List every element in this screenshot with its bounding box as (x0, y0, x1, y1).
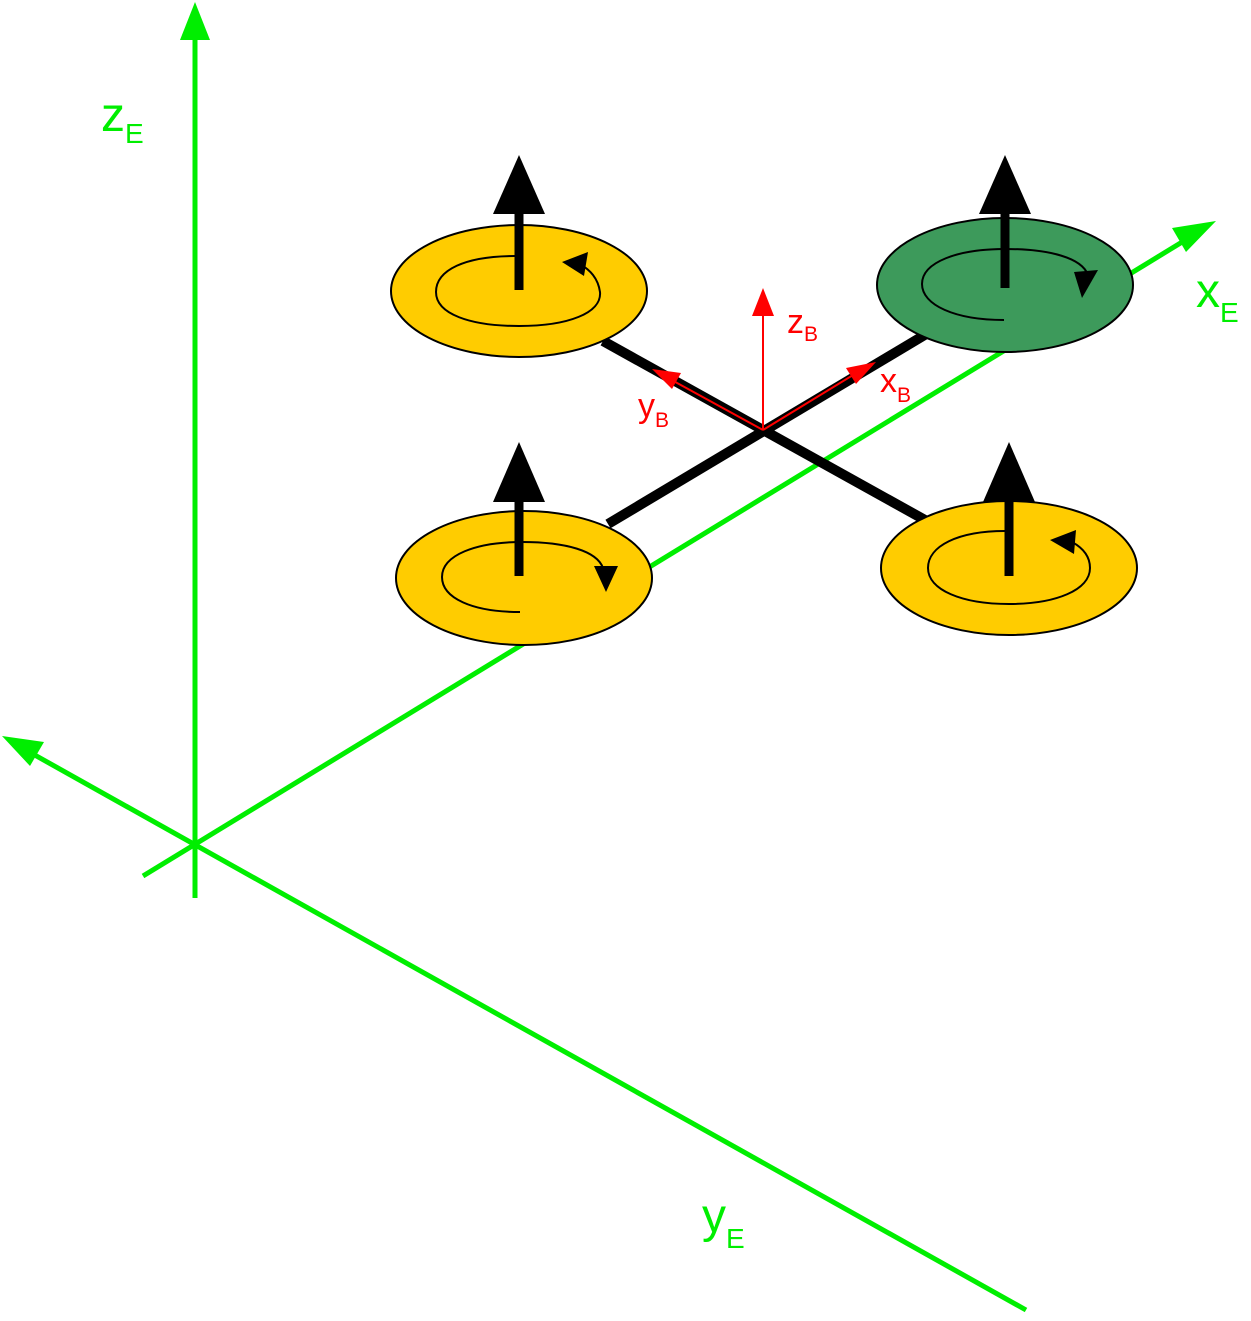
earth-y-axis (22, 746, 1028, 1313)
spin-arrowhead-icon (562, 252, 588, 276)
spin-direction-icon (920, 247, 1089, 321)
spin-arrowhead-icon (1074, 270, 1098, 298)
earth-x-label: xE (1196, 265, 1239, 328)
spin-direction-icon (434, 255, 602, 328)
thrust-arrowhead-icon (493, 442, 545, 502)
thrust-arrowhead-icon (493, 155, 545, 214)
spin-direction-icon (440, 540, 604, 613)
rotor-disc (395, 510, 653, 646)
earth-y-arrowhead (2, 736, 44, 766)
earth-z-arrowhead (180, 2, 210, 40)
thrust-arrowhead-icon (983, 442, 1035, 502)
rotor-rear-right (880, 442, 1138, 636)
body-y-axis (667, 377, 764, 431)
body-axes (652, 288, 876, 431)
earth-x-arrowhead (1172, 221, 1216, 252)
spin-direction-icon (926, 530, 1092, 606)
body-x-label: xB (880, 362, 911, 407)
spin-arrowhead-icon (594, 566, 618, 592)
rotor-front-right (876, 155, 1134, 353)
earth-axes (2, 2, 1216, 1313)
earth-z-label: zE (101, 89, 144, 149)
thrust-arrowhead-icon (979, 155, 1031, 214)
body-x-arrowhead (846, 362, 876, 384)
earth-y-label: yE (702, 1190, 745, 1254)
body-y-label: yB (638, 387, 669, 432)
rotor-front-left (395, 442, 653, 646)
rotor-rear-left (390, 155, 648, 358)
body-x-axis (762, 371, 859, 431)
body-z-arrowhead (752, 288, 774, 316)
body-y-arrowhead (652, 369, 681, 389)
body-z-label: zB (787, 303, 818, 346)
spin-arrowhead-icon (1050, 530, 1076, 554)
